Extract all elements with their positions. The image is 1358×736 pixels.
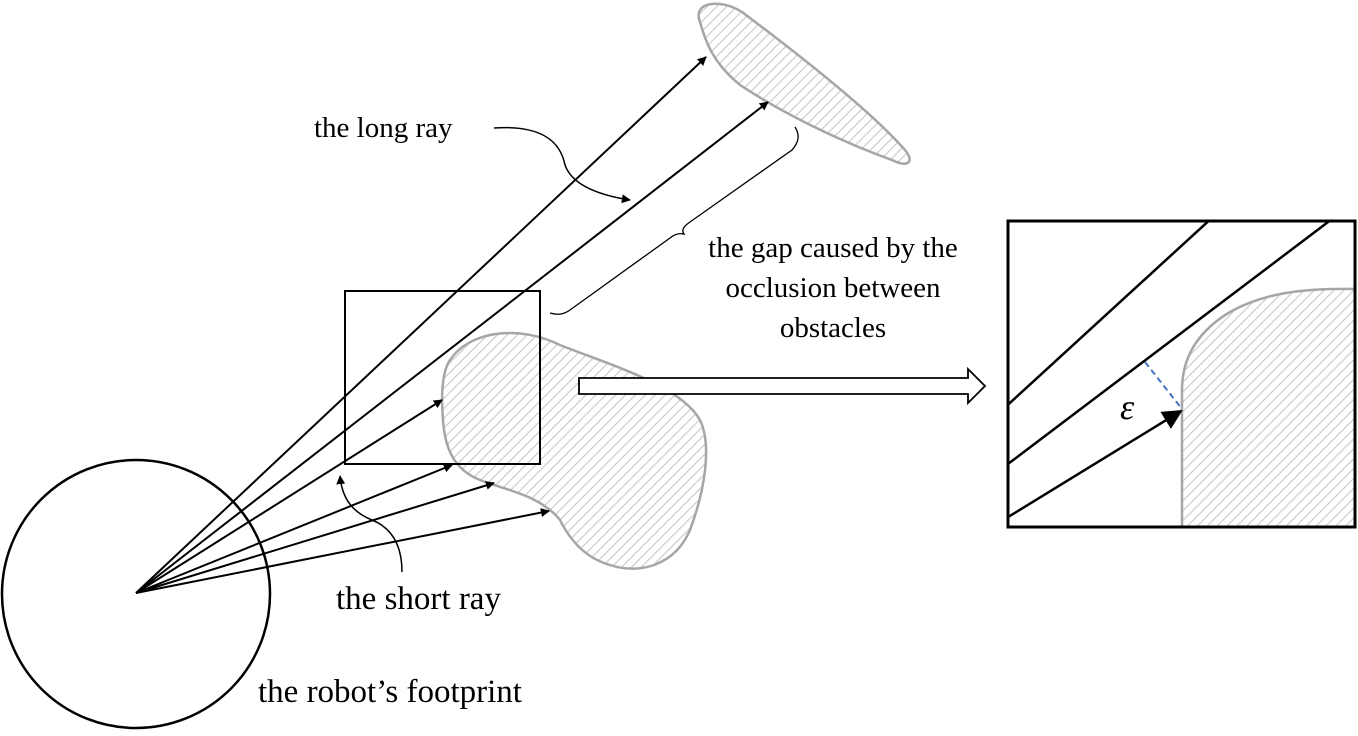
gap-label-line-2: occlusion between xyxy=(725,272,941,304)
ray-long-2 xyxy=(135,101,769,594)
short-ray-callout-arrow xyxy=(336,475,403,573)
zoom-region-box xyxy=(344,290,541,465)
epsilon-label: ε xyxy=(1120,387,1135,427)
inset-ray-1 xyxy=(1008,221,1211,407)
gap-brace xyxy=(549,126,799,315)
ray-short-3 xyxy=(135,481,495,594)
ray-short-2 xyxy=(135,463,453,594)
inset-obstacle xyxy=(1180,287,1355,527)
long-ray-callout-arrow xyxy=(493,126,631,204)
short-ray-label: the short ray xyxy=(336,581,501,617)
near-obstacle xyxy=(440,331,708,570)
inset-ray-2 xyxy=(1008,221,1332,466)
epsilon-dashed-line xyxy=(1144,361,1183,410)
gap-label-line-1: the gap caused by the xyxy=(708,232,958,264)
zoom-arrow xyxy=(578,366,987,406)
inset-view xyxy=(1006,219,1357,529)
gap-label-line-3: obstacles xyxy=(779,312,887,344)
robot-footprint-label: the robot’s footprint xyxy=(258,674,522,710)
ray-short-4 xyxy=(135,508,550,594)
far-obstacle xyxy=(697,2,911,165)
long-ray-label: the long ray xyxy=(314,112,453,144)
rays xyxy=(135,56,769,594)
robot-footprint-circle xyxy=(0,458,272,730)
ray-short-1 xyxy=(135,399,443,594)
inset-ray-short xyxy=(1008,409,1183,519)
inset-frame xyxy=(1006,219,1357,529)
ray-long-1 xyxy=(135,56,707,594)
gap-label: the gap caused by the occlusion between … xyxy=(688,228,978,348)
